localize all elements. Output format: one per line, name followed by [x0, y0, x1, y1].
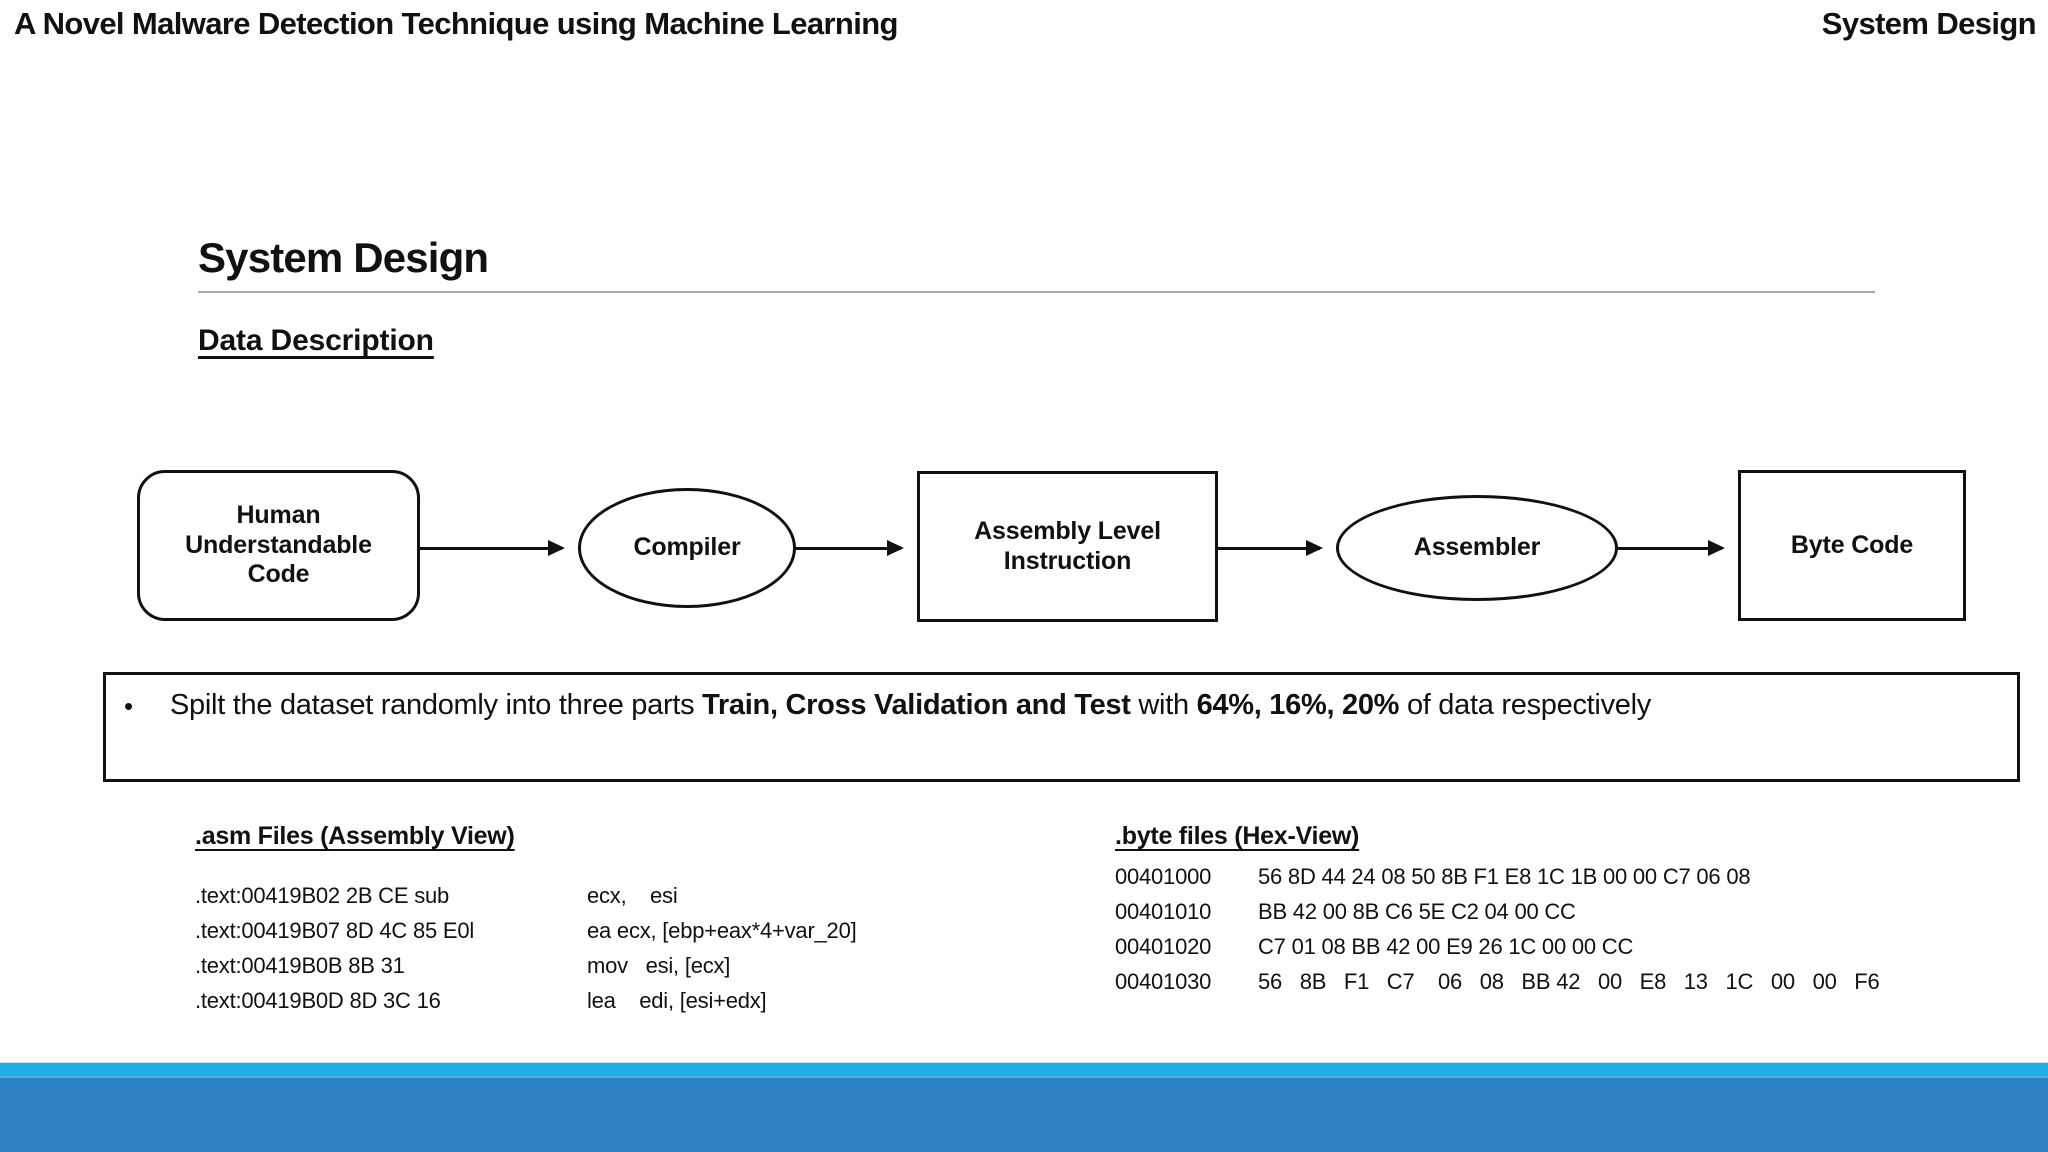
hex-row: 00401000 56 8D 44 24 08 50 8B F1 E8 1C 1B… [1115, 859, 1880, 894]
flow-node-label: Compiler [633, 533, 741, 562]
flow-node-assembly-level-instruction: Assembly Level Instruction [917, 471, 1218, 622]
hex-row-bytes: 56 8B F1 C7 06 08 BB 42 00 E8 13 1C 00 0… [1258, 969, 1880, 994]
hex-row: 00401030 56 8B F1 C7 06 08 BB 42 00 E8 13… [1115, 964, 1880, 999]
flow-node-label: Assembler [1413, 533, 1541, 562]
heading-divider [198, 291, 1875, 293]
asm-section-title: .asm Files (Assembly View) [195, 822, 515, 850]
hex-row-bytes: C7 01 08 BB 42 00 E9 26 1C 00 00 CC [1258, 934, 1634, 959]
asm-row-bytes: .text:00419B02 2B CE sub [195, 883, 450, 908]
footer-accent-bar-dark [0, 1076, 2048, 1152]
page-title: System Design [198, 234, 489, 281]
flow-arrow-1 [420, 540, 565, 556]
asm-row-bytes: .text:00419B0B 8B 31 [195, 953, 405, 978]
hex-row-address: 00401020 [1115, 934, 1212, 959]
flow-node-byte-code: Byte Code [1738, 470, 1966, 621]
asm-row: .text:00419B0B 8B 31 mov esi, [ecx] [195, 948, 857, 983]
asm-row-operands: lea edi, [esi+edx] [587, 988, 767, 1013]
bullet-text-part: of data respectively [1399, 689, 1651, 721]
bullet-text-part: Spilt the dataset randomly into three pa… [170, 689, 703, 721]
slide-header-section: System Design [1821, 6, 2037, 41]
flow-arrow-2 [796, 540, 904, 556]
asm-code-listing: .text:00419B02 2B CE sub ecx, esi .text:0… [195, 878, 857, 1018]
hex-row: 00401020 C7 01 08 BB 42 00 E9 26 1C 00 00… [1115, 929, 1880, 964]
bullet-text-part: with [1130, 689, 1197, 721]
bullet-item: • Spilt the dataset randomly into three … [124, 689, 2007, 722]
hex-row: 00401010 BB 42 00 8B C6 5E C2 04 00 CC [1115, 894, 1880, 929]
asm-row-operands: ea ecx, [ebp+eax*4+var_20] [587, 918, 857, 943]
dataset-split-callout: • Spilt the dataset randomly into three … [103, 672, 2020, 782]
asm-row: .text:00419B0D 8D 3C 16 lea edi, [esi+edx… [195, 983, 857, 1018]
hex-row-address: 00401000 [1115, 864, 1212, 889]
asm-row-operands: mov esi, [ecx] [587, 953, 731, 978]
hex-row-bytes: 56 8D 44 24 08 50 8B F1 E8 1C 1B 00 00 C… [1258, 864, 1751, 889]
flow-node-compiler: Compiler [578, 488, 796, 608]
subsection-title: Data Description [198, 324, 434, 357]
hex-section-title: .byte files (Hex-View) [1115, 822, 1360, 850]
asm-row-bytes: .text:00419B0D 8D 3C 16 [195, 988, 441, 1013]
bullet-text: Spilt the dataset randomly into three pa… [170, 689, 1651, 722]
flow-node-label: Human Understandable Code [185, 501, 372, 589]
flow-arrow-4 [1618, 540, 1725, 556]
bullet-text-bold: 64%, 16%, 20% [1196, 689, 1400, 721]
hex-code-listing: 00401000 56 8D 44 24 08 50 8B F1 E8 1C 1B… [1115, 859, 1880, 999]
flow-node-label: Assembly Level Instruction [974, 517, 1161, 575]
bullet-marker: • [124, 691, 133, 721]
asm-row-operands: ecx, esi [587, 883, 678, 908]
flow-node-label: Byte Code [1790, 530, 1914, 559]
flow-node-assembler: Assembler [1336, 495, 1618, 601]
hex-row-address: 00401030 [1115, 969, 1212, 994]
asm-row-bytes: .text:00419B07 8D 4C 85 E0l [195, 918, 475, 943]
footer-accent-bar-light [0, 1062, 2048, 1076]
asm-row: .text:00419B02 2B CE sub ecx, esi [195, 878, 857, 913]
slide-header-title: A Novel Malware Detection Technique usin… [14, 6, 898, 41]
asm-row: .text:00419B07 8D 4C 85 E0l ea ecx, [ebp+… [195, 913, 857, 948]
flow-arrow-3 [1218, 540, 1323, 556]
bullet-text-bold: Train, Cross Validation and Test [702, 689, 1131, 721]
hex-row-address: 00401010 [1115, 899, 1212, 924]
flow-node-human-understandable-code: Human Understandable Code [137, 470, 420, 621]
hex-row-bytes: BB 42 00 8B C6 5E C2 04 00 CC [1258, 899, 1576, 924]
